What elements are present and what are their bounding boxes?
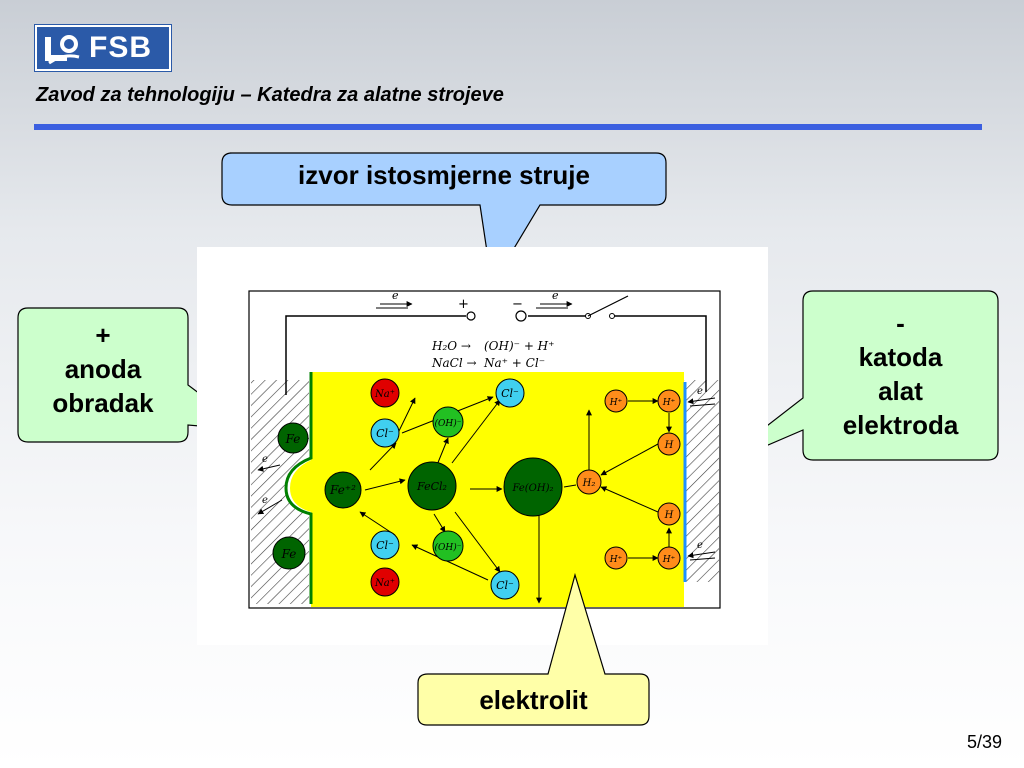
svg-text:Cl⁻: Cl⁻ bbox=[496, 579, 514, 592]
svg-text:Fe(OH)₂: Fe(OH)₂ bbox=[511, 483, 553, 494]
minus-sign: − bbox=[512, 297, 523, 312]
ion-fe-bottom: Fe bbox=[272, 536, 306, 570]
callout-cathode bbox=[709, 290, 999, 471]
ion-fe2: Fe⁺² bbox=[324, 471, 362, 509]
plus-sign: + bbox=[458, 297, 469, 312]
ion-cl-left-bottom: Cl⁻ bbox=[370, 530, 400, 560]
reaction-water-left: H₂O → bbox=[431, 339, 471, 353]
workpiece-text: obradak bbox=[52, 388, 154, 418]
ion-h-lower: H bbox=[657, 502, 681, 526]
svg-text:(OH)⁻: (OH)⁻ bbox=[435, 418, 462, 429]
anode-sign: + bbox=[95, 320, 111, 350]
svg-text:Fe⁺²: Fe⁺² bbox=[329, 483, 356, 497]
svg-text:Na⁺: Na⁺ bbox=[374, 389, 395, 400]
circuit-wire-return bbox=[612, 315, 707, 392]
callout-anode bbox=[17, 307, 251, 443]
department-title: Zavod za tehnologiju – Katedra za alatne… bbox=[36, 84, 504, 106]
svg-text:e: e bbox=[262, 495, 268, 506]
label-cathode: - katoda alat elektroda bbox=[803, 306, 998, 442]
cathode-sign: - bbox=[896, 308, 905, 338]
svg-text:e: e bbox=[262, 454, 268, 465]
svg-text:H⁺: H⁺ bbox=[609, 398, 623, 408]
svg-text:(OH)⁻: (OH)⁻ bbox=[435, 542, 462, 553]
svg-text:FeCl₂: FeCl₂ bbox=[416, 480, 447, 493]
svg-text:H⁺: H⁺ bbox=[662, 555, 676, 565]
ion-oh-top: (OH)⁻ bbox=[432, 406, 464, 438]
label-power-source: izvor istosmjerne struje bbox=[298, 160, 590, 190]
switch-contact-right bbox=[609, 313, 615, 319]
compound-fecl2: FeCl₂ bbox=[407, 461, 457, 511]
reaction-salt-left: NaCl → bbox=[431, 356, 477, 370]
anode-edge bbox=[284, 372, 313, 604]
circuit-wire bbox=[285, 315, 466, 395]
ion-h-upper: H bbox=[657, 432, 681, 456]
cathode-text: katoda bbox=[858, 342, 943, 372]
fsb-logo-icon bbox=[45, 35, 80, 65]
svg-text:Fe: Fe bbox=[281, 547, 297, 561]
svg-text:Cl⁻: Cl⁻ bbox=[376, 539, 394, 552]
svg-text:e: e bbox=[697, 386, 703, 397]
svg-text:Cl⁻: Cl⁻ bbox=[501, 387, 519, 400]
svg-text:Na⁺: Na⁺ bbox=[374, 578, 395, 589]
svg-text:e: e bbox=[552, 289, 559, 302]
callout-electrolyte bbox=[417, 572, 650, 726]
tool-text: alat bbox=[878, 376, 923, 406]
electron-arrow-right: e bbox=[536, 289, 573, 309]
ion-cl-top: Cl⁻ bbox=[495, 378, 525, 408]
header-rule bbox=[34, 124, 982, 130]
ion-cl-bottom: Cl⁻ bbox=[490, 570, 520, 600]
cathode-tool bbox=[684, 380, 719, 582]
terminal-plus bbox=[466, 311, 476, 321]
page-number: 5/39 bbox=[966, 732, 1002, 752]
ion-na-bottom: Na⁺ bbox=[370, 567, 400, 597]
ion-oh-bottom: (OH)⁻ bbox=[432, 530, 464, 562]
svg-text:H⁺: H⁺ bbox=[662, 398, 676, 408]
svg-text:e: e bbox=[392, 289, 399, 302]
svg-text:H: H bbox=[664, 510, 674, 521]
terminal-minus bbox=[515, 310, 527, 322]
fsb-logo: FSB bbox=[35, 25, 171, 71]
svg-text:Cl⁻: Cl⁻ bbox=[376, 427, 394, 440]
svg-text:H₂: H₂ bbox=[582, 478, 596, 489]
ion-na-top: Na⁺ bbox=[370, 378, 400, 408]
logo-text: FSB bbox=[89, 31, 152, 64]
ion-h-plus-cathode-top: H⁺ bbox=[657, 389, 681, 413]
electrode-text: elektroda bbox=[842, 410, 959, 440]
ion-h-plus-top: H⁺ bbox=[604, 389, 628, 413]
ion-h2: H₂ bbox=[576, 469, 602, 495]
switch-lever bbox=[587, 295, 629, 317]
svg-text:Fe: Fe bbox=[285, 432, 301, 446]
label-anode: + anoda obradak bbox=[18, 318, 188, 420]
ion-cl-left-top: Cl⁻ bbox=[370, 418, 400, 448]
svg-text:e: e bbox=[697, 540, 703, 551]
ion-h-plus-cathode-bottom: H⁺ bbox=[657, 546, 681, 570]
ion-fe-top: Fe bbox=[277, 422, 309, 454]
svg-text:H⁺: H⁺ bbox=[609, 555, 623, 565]
ion-h-plus-bottom: H⁺ bbox=[604, 546, 628, 570]
anode-text: anoda bbox=[64, 354, 142, 384]
reaction-salt-right: Na⁺ + Cl⁻ bbox=[483, 356, 545, 370]
electron-arrow-left: e bbox=[376, 289, 413, 309]
compound-feoh2: Fe(OH)₂ bbox=[503, 457, 563, 517]
svg-text:H: H bbox=[664, 440, 674, 451]
label-electrolyte: elektrolit bbox=[479, 685, 588, 715]
reaction-water-right: (OH)⁻ + H⁺ bbox=[484, 339, 554, 353]
